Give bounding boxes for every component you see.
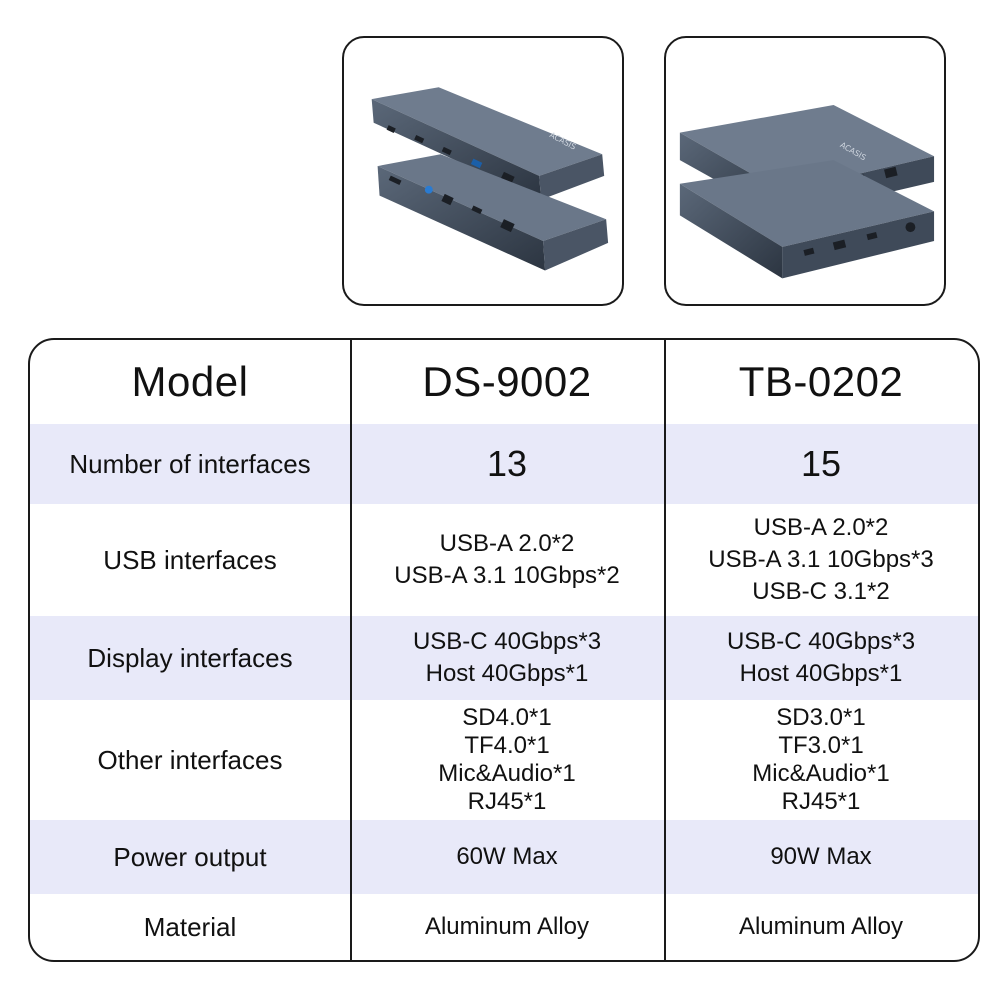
row-value-cell: 13 [350,424,664,504]
row-value-cell: USB-A 2.0*2 USB-A 3.1 10Gbps*2 [350,504,664,616]
row-label-cell: Material [30,894,350,960]
row-value-cell: SD3.0*1 TF3.0*1 Mic&Audio*1 RJ45*1 [664,700,978,820]
row-value-cell: 60W Max [350,820,664,894]
column-divider [350,340,352,960]
row-value: 13 [486,443,528,484]
row-value-line: USB-C 3.1*2 [752,578,890,605]
docking-station-illustration-1: ACASIS [371,87,609,271]
row-value-cell: USB-C 40Gbps*3 Host 40Gbps*1 [664,616,978,700]
header-cell-ds-9002: DS-9002 [350,340,664,424]
row-label-cell: Number of interfaces [30,424,350,504]
row-value: Aluminum Alloy [424,913,590,940]
header-cell-tb-0202: TB-0202 [664,340,978,424]
row-value-line: Mic&Audio*1 [752,760,890,787]
row-label-cell: Power output [30,820,350,894]
row-label: Display interfaces [87,642,293,673]
row-value: 15 [800,443,842,484]
row-value: 60W Max [456,843,558,870]
row-label: Number of interfaces [69,448,311,479]
row-value-line: RJ45*1 [467,788,547,815]
row-value-line: USB-A 2.0*2 [439,530,575,557]
row-value-cell: 90W Max [664,820,978,894]
row-value-line: Mic&Audio*1 [438,760,576,787]
row-value-cell: SD4.0*1 TF4.0*1 Mic&Audio*1 RJ45*1 [350,700,664,820]
row-label: Other interfaces [97,744,283,775]
row-label: Power output [113,841,267,872]
table-row: Other interfaces SD4.0*1 TF4.0*1 Mic&Aud… [30,700,978,820]
product-image-ds-9002: ACASIS [342,36,624,306]
row-value-line: USB-C 40Gbps*3 [412,628,602,655]
row-value-cell: Aluminum Alloy [350,894,664,960]
product-image-tb-0202: ACASIS [664,36,946,306]
row-value-line: USB-A 2.0*2 [753,514,889,541]
row-value-line: RJ45*1 [781,788,861,815]
row-label-cell: Other interfaces [30,700,350,820]
table-row: Power output 60W Max 90W Max [30,820,978,894]
row-value-line: Host 40Gbps*1 [739,660,903,687]
row-value-line: Host 40Gbps*1 [425,660,589,687]
row-label: USB interfaces [103,544,277,575]
model-name-2: TB-0202 [738,358,904,405]
table-row: Display interfaces USB-C 40Gbps*3 Host 4… [30,616,978,700]
row-value-line: USB-A 3.1 10Gbps*2 [394,562,620,589]
row-value-line: USB-A 3.1 10Gbps*3 [708,546,934,573]
table-row: Number of interfaces 13 15 [30,424,978,504]
row-label: Material [143,911,237,942]
row-value-cell: 15 [664,424,978,504]
row-value: 90W Max [770,843,872,870]
row-value-line: TF4.0*1 [464,732,550,759]
comparison-table: Model DS-9002 TB-0202 Number of interfac… [28,338,980,962]
row-value-line: SD4.0*1 [462,704,552,731]
row-value-cell: USB-C 40Gbps*3 Host 40Gbps*1 [350,616,664,700]
row-label-cell: Display interfaces [30,616,350,700]
row-value-line: TF3.0*1 [778,732,864,759]
column-divider [664,340,666,960]
model-name-1: DS-9002 [422,358,592,405]
table-row: Material Aluminum Alloy Aluminum Alloy [30,894,978,960]
row-value-line: SD3.0*1 [776,704,866,731]
row-value-cell: USB-A 2.0*2 USB-A 3.1 10Gbps*3 USB-C 3.1… [664,504,978,616]
header-label: Model [131,358,249,405]
row-label-cell: USB interfaces [30,504,350,616]
header-cell-model: Model [30,340,350,424]
docking-station-illustration-2: ACASIS [679,104,935,279]
row-value-cell: Aluminum Alloy [664,894,978,960]
row-value: Aluminum Alloy [738,913,904,940]
table-header-row: Model DS-9002 TB-0202 [30,340,978,424]
row-value-line: USB-C 40Gbps*3 [726,628,916,655]
table-row: USB interfaces USB-A 2.0*2 USB-A 3.1 10G… [30,504,978,616]
